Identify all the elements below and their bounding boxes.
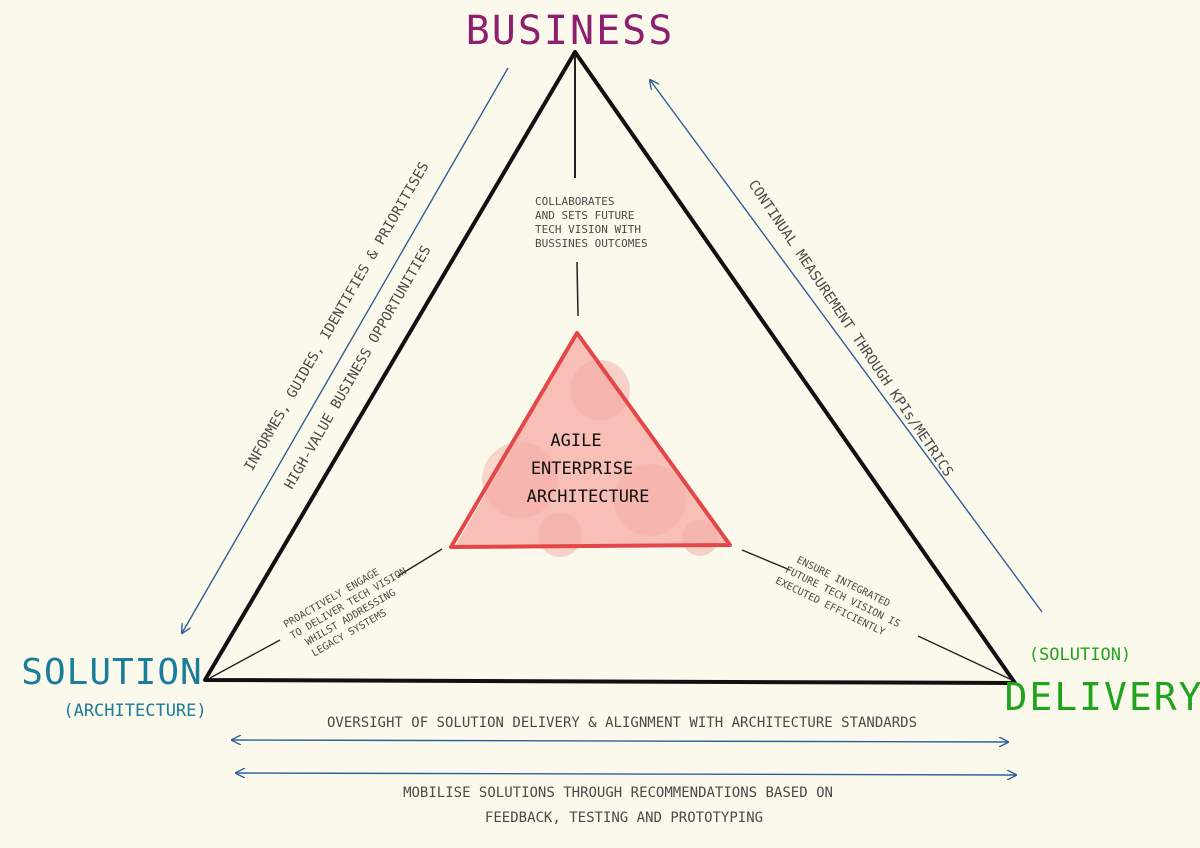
note-top-line: BUSSINES OUTCOMES — [535, 237, 648, 250]
note-right: ENSURE INTEGRATED FUTURE TECH VISION IS … — [773, 555, 901, 638]
connector-left-upper — [397, 548, 443, 577]
outer-triangle — [203, 50, 1017, 685]
note-top: COLLABORATES AND SETS FUTURE TECH VISION… — [535, 195, 648, 250]
note-top-line: COLLABORATES — [535, 195, 614, 208]
center-line-1: AGILE — [550, 431, 601, 451]
arrow-label-left-outer: INFORMES, GUIDES, IDENTIFIES & PRIORITIS… — [242, 159, 433, 474]
connector-left — [209, 639, 281, 679]
center-triangle — [449, 331, 732, 557]
connector-right — [917, 635, 1013, 681]
solution-title: SOLUTION — [21, 652, 202, 693]
solution-subtitle: (ARCHITECTURE) — [63, 701, 206, 721]
business-title: BUSINESS — [466, 8, 675, 54]
delivery-subtitle: (SOLUTION) — [1029, 645, 1131, 665]
note-left: PROACTIVELY ENGAGE TO DELIVER TECH VISIO… — [282, 566, 409, 659]
note-top-line: TECH VISION WITH — [535, 223, 641, 236]
connector-top-lower — [576, 261, 579, 317]
arrow-bottom-upper — [232, 740, 1008, 742]
arrow-bottom-lower — [236, 773, 1016, 775]
arrow-label-bottom-lower-2: FEEDBACK, TESTING AND PROTOTYPING — [485, 810, 763, 826]
connector-right-upper — [741, 549, 791, 571]
arrow-label-right: CONTINUAL MEASUREMENT THROUGH KPIs/METRI… — [745, 177, 956, 479]
center-line-3: ARCHITECTURE — [527, 487, 650, 507]
center-line-2: ENTERPRISE — [531, 459, 633, 479]
arrow-left-down — [182, 67, 509, 633]
arrow-right-up — [650, 80, 1043, 613]
delivery-title: DELIVERY — [1004, 675, 1200, 719]
note-top-line: AND SETS FUTURE — [535, 209, 634, 222]
center-label: AGILE ENTERPRISE ARCHITECTURE — [527, 431, 650, 507]
arrow-label-bottom-lower-1: MOBILISE SOLUTIONS THROUGH RECOMMENDATIO… — [403, 785, 833, 801]
arrow-label-bottom-top: OVERSIGHT OF SOLUTION DELIVERY & ALIGNME… — [327, 715, 917, 731]
